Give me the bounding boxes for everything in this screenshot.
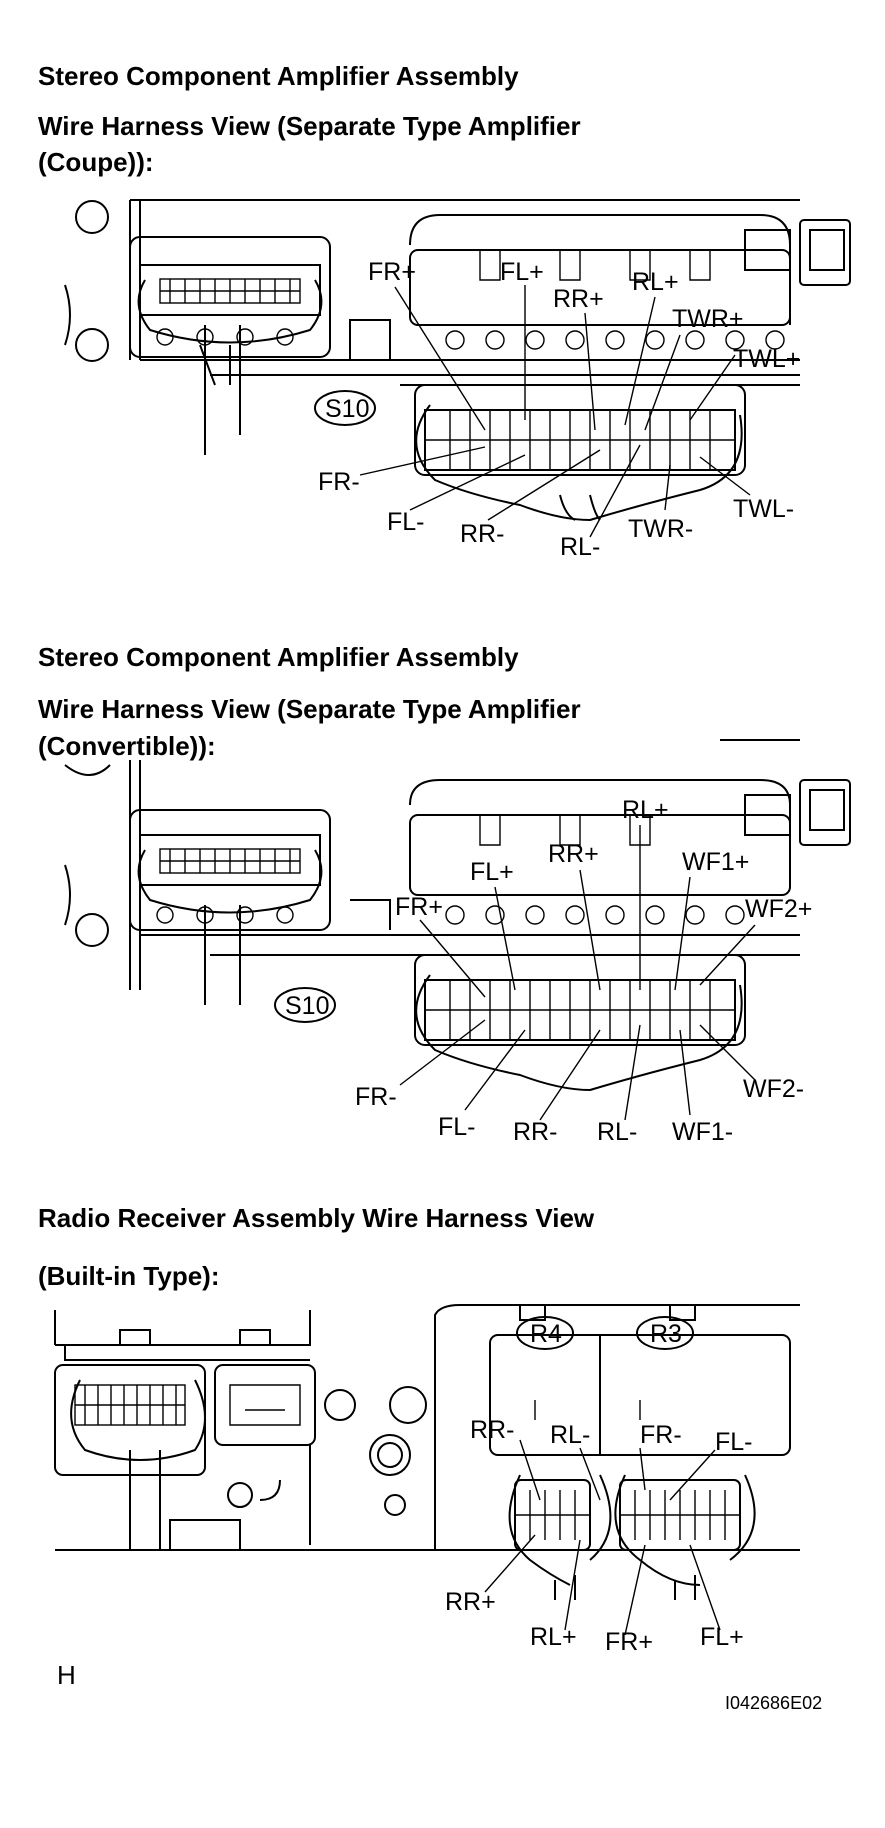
label-rl-plus: RL+ [622, 796, 669, 824]
label-twr-minus: TWR- [628, 515, 693, 543]
label-wf2-minus: WF2- [743, 1075, 804, 1103]
label-rr-minus: RR- [470, 1416, 514, 1444]
label-rr-plus: RR+ [553, 285, 604, 313]
label-fl-plus: FL+ [700, 1623, 744, 1651]
label-fl-minus: FL- [387, 508, 425, 536]
radio-receiver-diagram: R4 R3 RR- RL- FR- FL- RR+ RL+ FR+ FL+ [54, 1304, 800, 1656]
label-fr-minus: FR- [318, 468, 360, 496]
label-rr-minus: RR- [513, 1118, 557, 1146]
section1-heading: Stereo Component Amplifier Assembly [38, 61, 519, 91]
figure-code: I042686E02 [725, 1693, 823, 1713]
coupe-amplifier-diagram: S10 FR+ FL+ RL+ RR+ TWR+ TWL+ FR- FL- RR… [64, 199, 851, 561]
label-fr-minus: FR- [355, 1083, 397, 1111]
section1-subheading-line1: Wire Harness View (Separate Type Amplifi… [38, 111, 581, 141]
section1-subheading-line2: (Coupe)): [38, 147, 154, 177]
label-rr-plus: RR+ [548, 840, 599, 868]
section2-subheading-line2: (Convertible)): [38, 731, 216, 761]
label-fr-plus: FR+ [395, 893, 443, 921]
label-fl-plus: FL+ [470, 858, 514, 886]
section2-heading: Stereo Component Amplifier Assembly [38, 642, 519, 672]
label-fl-minus: FL- [438, 1113, 476, 1141]
convertible-amplifier-diagram: S10 RL+ RR+ FL+ WF1+ FR+ WF2+ FR- FL- RR… [64, 739, 851, 1146]
badge-r3: R3 [650, 1320, 682, 1348]
label-rl-minus: RL- [560, 533, 600, 561]
label-twl-minus: TWL- [733, 495, 794, 523]
label-rr-minus: RR- [460, 520, 504, 548]
label-fr-minus: FR- [640, 1421, 682, 1449]
label-rl-plus: RL+ [530, 1623, 577, 1651]
label-wf2-plus: WF2+ [745, 895, 812, 923]
section3-subheading: (Built-in Type): [38, 1261, 220, 1291]
label-rl-minus: RL- [597, 1118, 637, 1146]
page-letter: H [57, 1660, 76, 1690]
label-fr-plus: FR+ [605, 1628, 653, 1656]
label-rr-plus: RR+ [445, 1588, 496, 1616]
label-twl-plus: TWL+ [733, 345, 800, 373]
section2-subheading-line1: Wire Harness View (Separate Type Amplifi… [38, 694, 581, 724]
label-fl-plus: FL+ [500, 258, 544, 286]
label-wf1-plus: WF1+ [682, 848, 749, 876]
label-rl-plus: RL+ [632, 268, 679, 296]
badge-r4: R4 [530, 1320, 562, 1348]
label-rl-minus: RL- [550, 1421, 590, 1449]
label-wf1-minus: WF1- [672, 1118, 733, 1146]
convertible-badge: S10 [285, 992, 329, 1020]
section3-heading: Radio Receiver Assembly Wire Harness Vie… [38, 1203, 595, 1233]
coupe-badge: S10 [325, 395, 369, 423]
label-fl-minus: FL- [715, 1428, 753, 1456]
label-fr-plus: FR+ [368, 258, 416, 286]
label-twr-plus: TWR+ [672, 305, 744, 333]
